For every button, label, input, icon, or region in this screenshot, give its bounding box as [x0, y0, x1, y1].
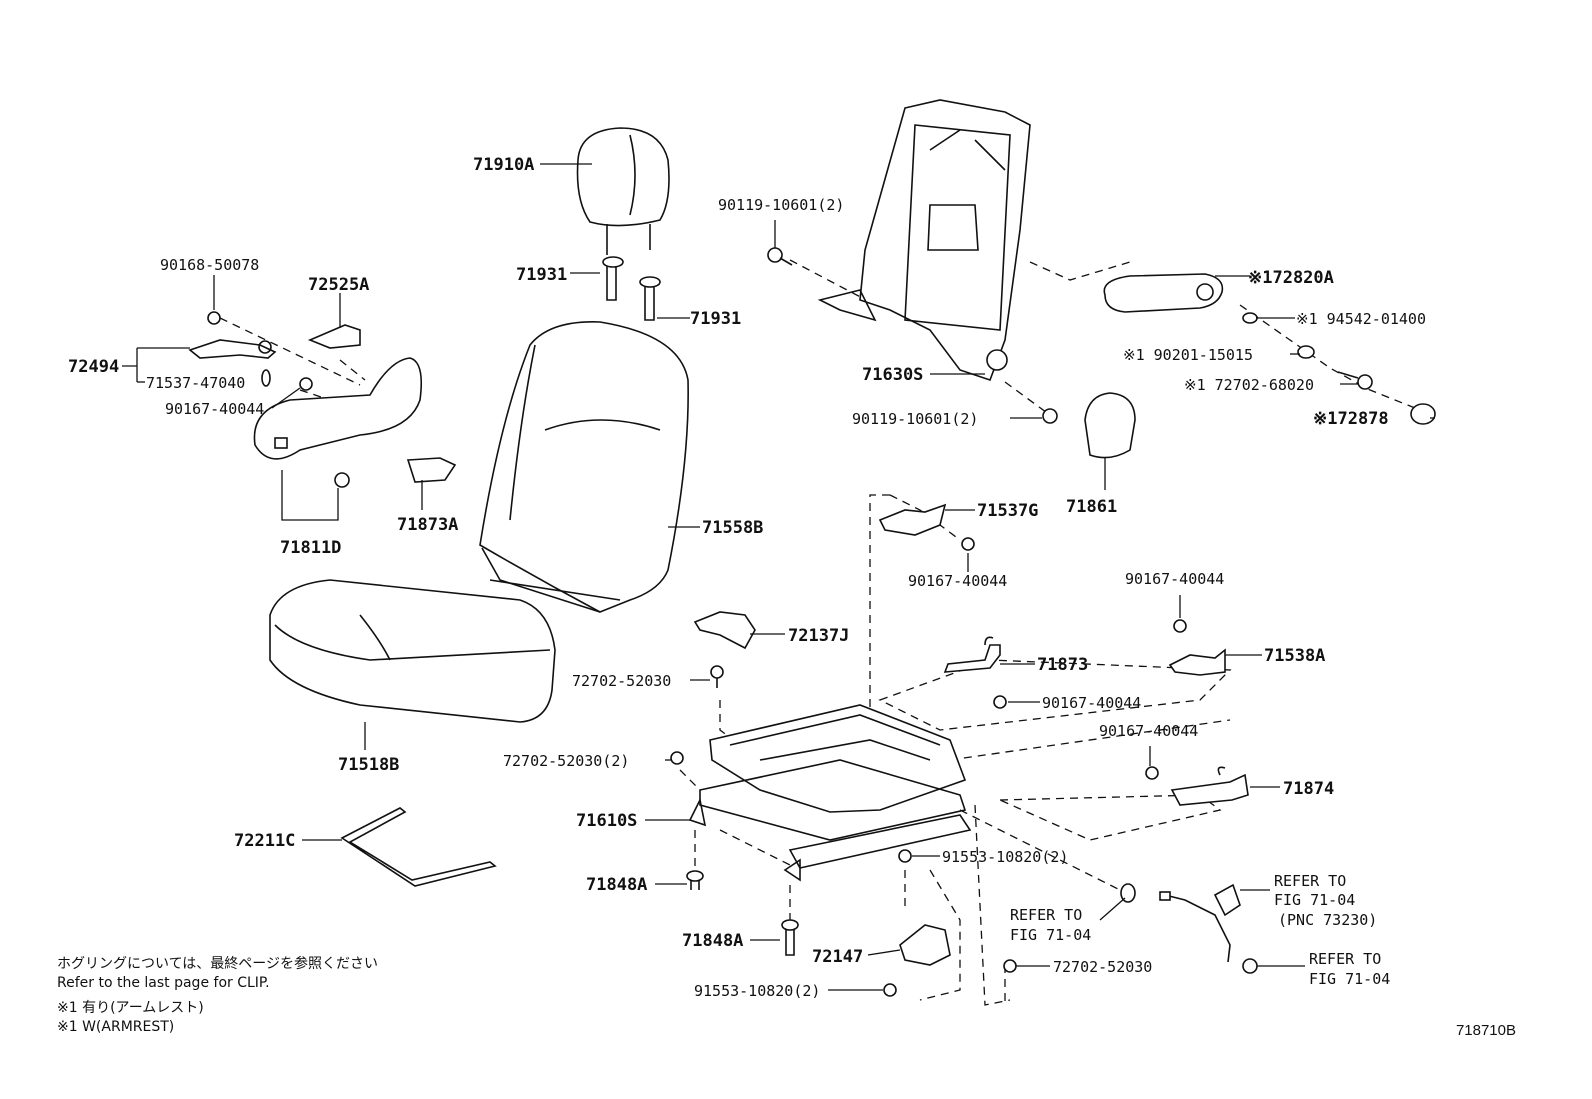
label-90167-40044-71538A: 90167-40044: [1125, 570, 1224, 588]
bolt-72702-52030-2: [670, 751, 684, 765]
label-90167-40044-71874: 90167-40044: [1099, 722, 1198, 740]
label-72137J: 72137J: [788, 626, 849, 646]
label-71873A: 71873A: [397, 515, 458, 535]
refer-label-3-line2: FIG 71-04: [1309, 970, 1390, 988]
bolt-90119-10601-lower: [1042, 408, 1058, 424]
label-72211C: 72211C: [234, 831, 295, 851]
part-labels: 71910A 71931 71931 90168-50078 72525A 72…: [68, 155, 1426, 1000]
refer-label-1-line2: FIG 71-04: [1010, 926, 1091, 944]
label-71873: 71873: [1037, 655, 1088, 675]
label-72878: ※172878: [1313, 409, 1389, 429]
label-90167-40044-left: 90167-40044: [165, 400, 264, 418]
label-72494: 72494: [68, 357, 119, 377]
seatback-cover-71558B: [479, 321, 689, 613]
label-71630S: 71630S: [862, 365, 923, 385]
label-90168-50078: 90168-50078: [160, 256, 259, 274]
label-72702-52030-lower: 72702-52030: [1053, 958, 1152, 976]
leader-lines: [122, 163, 1435, 991]
bracket-71874: [1170, 766, 1249, 806]
bracket-71538A: [1168, 648, 1226, 676]
label-72147: 72147: [812, 947, 863, 967]
label-71558B: 71558B: [702, 518, 763, 538]
refer-label-3-line1: REFER TO: [1309, 950, 1381, 968]
label-90167-40044-71537G: 90167-40044: [908, 572, 1007, 590]
screw-90167-40044-left: [299, 377, 313, 391]
label-71931-left: 71931: [516, 265, 567, 285]
bolt-72702-52030-lower: [1003, 959, 1017, 973]
headrest-71910A: [576, 127, 670, 255]
bracket-72147: [899, 924, 951, 966]
label-90119-10601-lower: 90119-10601(2): [852, 410, 978, 428]
label-72820A: ※172820A: [1248, 268, 1334, 288]
bolt-72702-68020: [1337, 371, 1373, 390]
refer-label-2-line1: REFER TO: [1274, 872, 1346, 890]
screw-90167-40044-71874: [1145, 766, 1159, 780]
bracket-72137J: [693, 611, 756, 650]
seat-cushion-71518B: [269, 579, 556, 723]
label-72702-52030-upper: 72702-52030: [572, 672, 671, 690]
label-72525A: 72525A: [308, 275, 369, 295]
label-71861: 71861: [1066, 497, 1117, 517]
clip-71811D: [334, 472, 350, 488]
refer-label-2-line3: (PNC 73230): [1278, 911, 1377, 929]
screw-90167-40044-71538A: [1173, 619, 1187, 633]
label-71518B: 71518B: [338, 755, 399, 775]
pin-71848A-lower: [781, 919, 799, 956]
label-71874: 71874: [1283, 779, 1334, 799]
label-91553-10820-lower: 91553-10820(2): [694, 982, 820, 1000]
side-shield-group: [188, 324, 457, 483]
bracket-71873: [943, 636, 1001, 673]
cap-72878: [1410, 403, 1436, 425]
seatback-frame-71630S: [817, 99, 1031, 382]
bolt-72702-52030-upper: [710, 665, 724, 688]
washer-90201-15015: [1297, 345, 1315, 359]
cover-71861: [1084, 392, 1136, 459]
screw-90168-50078: [207, 311, 221, 325]
note-clip-jp: ホグリングについては、最終ページを参照ください: [57, 956, 379, 972]
label-90167-40044-71873: 90167-40044: [1042, 694, 1141, 712]
wire-72211C: [340, 807, 497, 887]
headrest-guide-71931-right: [639, 276, 661, 321]
label-71610S: 71610S: [576, 811, 637, 831]
screw-90167-40044-71873: [993, 695, 1007, 709]
label-91553-10820-upper: 91553-10820(2): [942, 848, 1068, 866]
note-armrest-jp: ※1 有り(アームレスト): [57, 1000, 204, 1016]
seat-track-frame-71610S: [688, 704, 972, 882]
label-71848A-lower: 71848A: [682, 931, 743, 951]
label-71538A: 71538A: [1264, 646, 1325, 666]
label-71910A: 71910A: [473, 155, 534, 175]
assembly-dashed-lines: [219, 259, 1421, 1006]
note-clip-en: Refer to the last page for CLIP.: [57, 975, 270, 991]
label-71848A-upper: 71848A: [586, 875, 647, 895]
label-90119-10601-upper: 90119-10601(2): [718, 196, 844, 214]
seatbelt-buckle: [1159, 883, 1258, 974]
label-71931-right: 71931: [690, 309, 741, 329]
label-71811D: 71811D: [280, 538, 341, 558]
label-94542-01400: ※1 94542-01400: [1296, 310, 1426, 328]
label-71537G: 71537G: [977, 501, 1038, 521]
refer-label-1-line1: REFER TO: [1010, 906, 1082, 924]
label-72702-52030-2: 72702-52030(2): [503, 752, 629, 770]
bolt-91553-10820-upper: [898, 849, 912, 863]
figure-code: 718710B: [1455, 1022, 1516, 1039]
pin-71848A-upper: [686, 870, 704, 890]
bolt-91553-10820-lower: [883, 983, 897, 997]
anchor-washer: [1120, 883, 1136, 903]
label-90201-15015: ※1 90201-15015: [1123, 346, 1253, 364]
bracket-71537G: [878, 503, 947, 536]
bolt-90119-10601-upper: [767, 247, 793, 266]
headrest-guide-71931-left: [602, 256, 624, 301]
label-72702-68020: ※1 72702-68020: [1184, 376, 1314, 394]
label-71537-47040: 71537-47040: [146, 374, 245, 392]
screw-90167-40044-71537G: [961, 537, 975, 551]
armrest-72820A: [1103, 273, 1224, 313]
bushing-94542-01400: [1242, 312, 1258, 324]
refer-label-2-line2: FIG 71-04: [1274, 891, 1355, 909]
note-armrest-en: ※1 W(ARMREST): [57, 1019, 175, 1035]
